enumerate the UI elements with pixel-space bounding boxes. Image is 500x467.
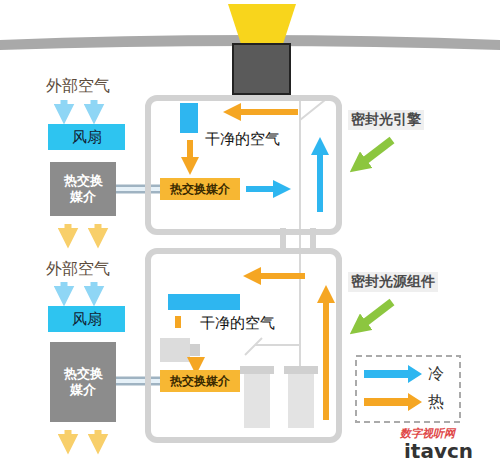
light-cylinder (288, 372, 314, 428)
optical-path (255, 344, 300, 346)
heat-exchanger-box: 热交换媒介 (50, 342, 116, 422)
light-cylinder (244, 372, 270, 428)
legend-text: 热 (428, 392, 444, 413)
pipe-core (116, 379, 160, 383)
legend-arrow (362, 391, 424, 413)
air-outlet (180, 103, 198, 133)
heat-pipe (116, 381, 160, 382)
exhaust-arrow (95, 224, 102, 238)
outside-air-label: 外部空气 (46, 76, 110, 97)
lens (228, 4, 296, 44)
callout-label: 密封光引擎 (348, 110, 424, 130)
box-label: 风扇 (72, 310, 102, 329)
light-cylinder (284, 366, 318, 374)
exhaust-arrow (65, 430, 72, 444)
optical-path (300, 100, 325, 120)
callout-label: 密封光源组件 (348, 272, 438, 292)
heat-exchange-medium: 热交换媒介 (160, 370, 240, 392)
hot-air-arrow (323, 294, 329, 420)
cold-air-arrow (246, 186, 282, 192)
callout-arrow (358, 140, 392, 166)
watermark: itavcn (404, 439, 473, 463)
heat-pipe (116, 189, 160, 190)
air-label: 干净的空气 (200, 314, 275, 333)
box-label: 热交换媒介 (170, 373, 230, 390)
light-source-interior (148, 251, 339, 440)
intake-arrow (91, 282, 98, 296)
sealed-engine: 干净的空气热交换媒介 (145, 95, 342, 235)
legend-arrow (362, 363, 424, 385)
watermark: 数字视听网 (400, 426, 455, 441)
legend-text: 冷 (428, 364, 444, 385)
hot-air-arrow (193, 364, 199, 366)
optical-path (299, 100, 301, 372)
box-label: 热交换媒介 (58, 173, 108, 206)
pipe-wall (116, 185, 160, 194)
hot-air-arrow (187, 140, 193, 166)
air-label: 干净的空气 (205, 130, 280, 149)
optical-path (245, 338, 262, 355)
pipe-core (116, 187, 160, 191)
hot-air-arrow (175, 316, 181, 328)
legend-swatch (364, 393, 422, 411)
hot-air-arrow (232, 109, 298, 115)
sealed-light-source: 干净的空气热交换媒介 (145, 248, 342, 443)
heat-exchanger-box: 热交换媒介 (50, 162, 116, 216)
light-cylinder (240, 366, 274, 374)
legend-row: 热 (362, 391, 444, 413)
air-outlet (168, 294, 240, 310)
legend-frame (356, 356, 460, 422)
cold-air-arrow (317, 146, 323, 212)
heat-exchange-medium: 热交换媒介 (160, 178, 240, 200)
intake-arrow (61, 100, 68, 114)
lamp (190, 344, 200, 356)
intake-arrow (61, 282, 68, 296)
exhaust-arrow (65, 224, 72, 238)
fan-box: 风扇 (48, 124, 125, 150)
box-label: 热交换媒介 (58, 366, 108, 399)
pipe-wall (116, 377, 160, 386)
box-label: 风扇 (72, 128, 102, 147)
legend-row: 冷 (362, 363, 444, 385)
engine-interior (148, 98, 339, 232)
intake-arrow (91, 100, 98, 114)
box-label: 热交换媒介 (170, 181, 230, 198)
fan-box: 风扇 (48, 306, 125, 332)
outside-air-label: 外部空气 (46, 259, 110, 280)
lens-mount (233, 44, 290, 94)
lamp (160, 338, 190, 362)
hot-air-arrow (252, 273, 305, 279)
exhaust-arrow (95, 430, 102, 444)
legend-swatch (364, 365, 422, 383)
callout-arrow (358, 302, 392, 328)
